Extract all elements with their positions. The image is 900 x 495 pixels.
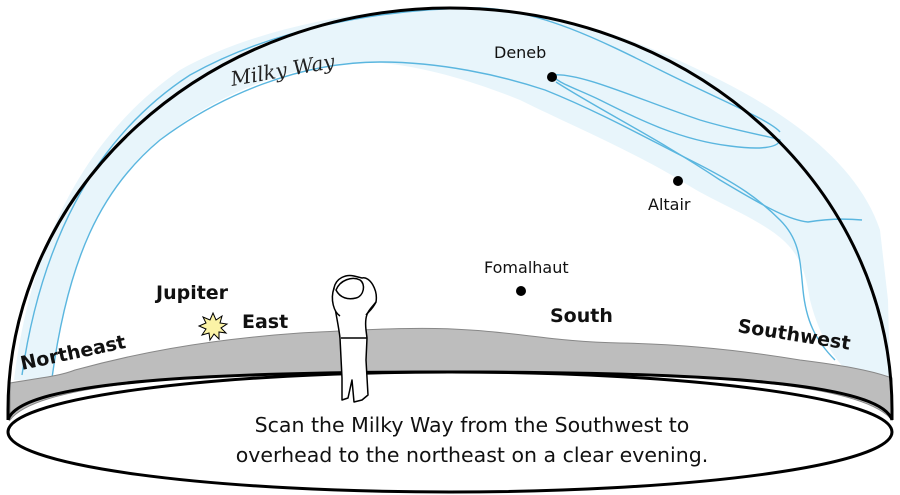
jupiter-label: Jupiter	[154, 282, 229, 304]
dome-outline	[6, 6, 894, 420]
fomalhaut-dot	[516, 286, 526, 296]
caption-line-1: Scan the Milky Way from the Southwest to	[255, 413, 690, 437]
ground-floor	[8, 372, 892, 492]
south-label: South	[550, 305, 613, 327]
deneb-label: Deneb	[494, 43, 546, 62]
altair-dot	[673, 176, 683, 186]
east-label: East	[242, 311, 288, 333]
milky-way-band	[14, 7, 890, 381]
jupiter-icon	[197, 311, 229, 342]
deneb-dot	[547, 72, 557, 82]
caption-line-2: overhead to the northeast on a clear eve…	[236, 443, 709, 467]
observer-figure	[331, 274, 378, 403]
fomalhaut-label: Fomalhaut	[484, 258, 569, 277]
floor-rim	[6, 370, 894, 494]
milky-way-contours	[21, 7, 863, 379]
altair-label: Altair	[648, 195, 691, 214]
